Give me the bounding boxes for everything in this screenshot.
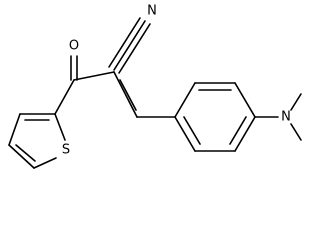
carbonyl-double-bond	[70, 55, 78, 81]
amine-nitrogen-label: N	[281, 110, 291, 125]
carbonyl-alkene-bond	[73, 71, 115, 81]
thiophene-sulfur-label: S	[62, 143, 70, 158]
chemical-structure: O N S N	[8, 4, 302, 169]
nitrile-nitrogen-label: N	[147, 4, 157, 19]
carbonyl-oxygen-label: O	[69, 39, 79, 54]
nitrile-triple-bond	[108, 17, 151, 74]
benzene-ring	[174, 82, 256, 152]
thiophene-ring	[8, 113, 66, 169]
n-methyl-bond-upper	[290, 93, 302, 111]
n-methyl-bond-lower	[290, 123, 302, 141]
carbonyl-thiophene-bond	[54, 79, 75, 115]
alkene-double-bond	[113, 71, 138, 118]
